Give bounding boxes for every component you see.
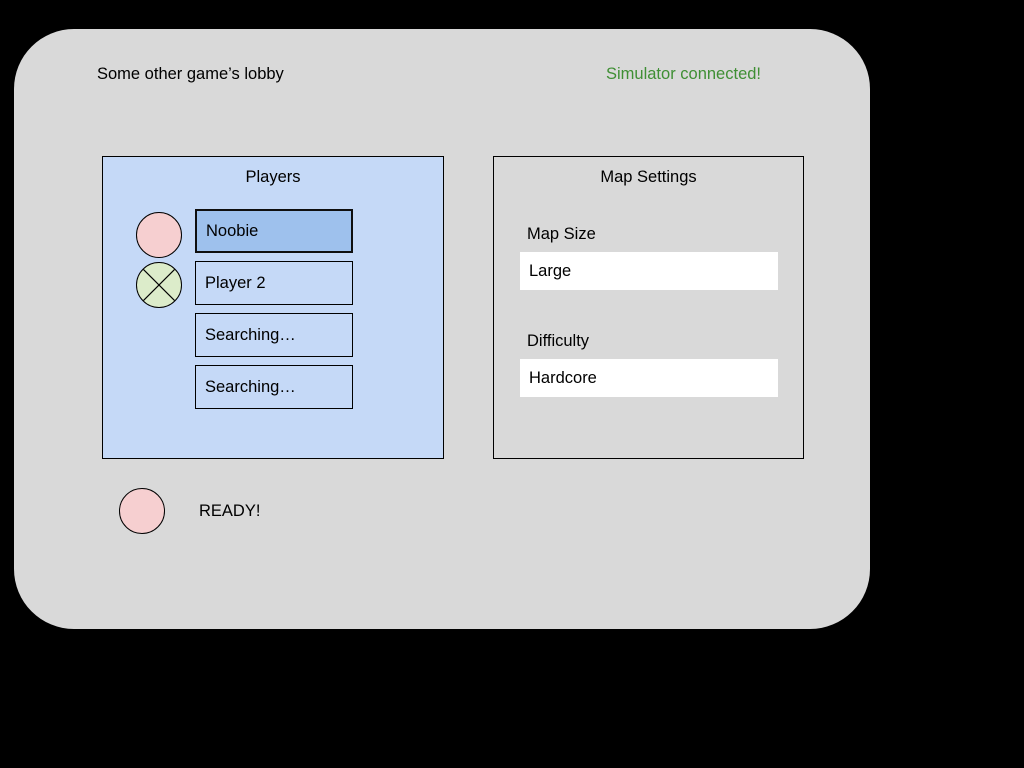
- avatar-player-2-cross-icon: [136, 262, 182, 308]
- page-title: Some other game’s lobby: [97, 65, 284, 83]
- map-settings-panel: Map Settings Map Size Large Difficulty H…: [493, 156, 804, 459]
- avatar-noobie-icon: [136, 212, 182, 258]
- difficulty-select[interactable]: Hardcore: [520, 359, 778, 397]
- avatar-column: [136, 212, 190, 312]
- players-panel: Players Noobie Player 2 Searching… Searc…: [102, 156, 444, 459]
- map-size-label: Map Size: [527, 225, 596, 243]
- ready-label: READY!: [199, 501, 261, 520]
- status-badge-simulator: Simulator connected!: [606, 65, 762, 83]
- player-slot-list: Noobie Player 2 Searching… Searching…: [195, 209, 353, 417]
- ready-row[interactable]: READY!: [119, 488, 260, 534]
- player-slot-4[interactable]: Searching…: [195, 365, 353, 409]
- player-slot-1[interactable]: Noobie: [195, 209, 353, 253]
- difficulty-label: Difficulty: [527, 332, 590, 350]
- ready-indicator-icon[interactable]: [119, 488, 165, 534]
- lobby-window: Some other game’s lobby Simulator connec…: [14, 29, 870, 629]
- players-panel-title: Players: [245, 168, 301, 186]
- player-slot-2[interactable]: Player 2: [195, 261, 353, 305]
- map-settings-panel-title: Map Settings: [600, 168, 697, 186]
- map-size-select[interactable]: Large: [520, 252, 778, 290]
- player-slot-3[interactable]: Searching…: [195, 313, 353, 357]
